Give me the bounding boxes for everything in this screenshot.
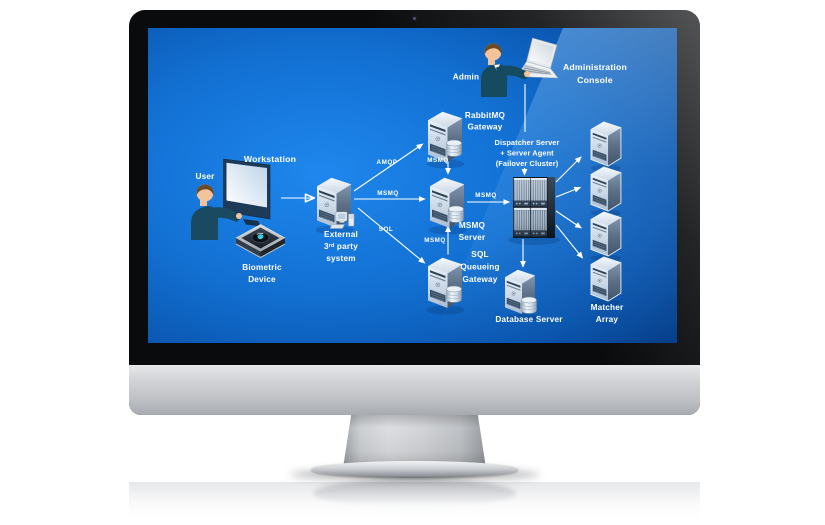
edge-label-msmq-in: MSMQ [377,190,399,197]
rabbitmq-gateway-icon [427,111,463,163]
dispatcher-label-line2: + Server Agent [500,149,554,158]
external-system-label-line1: External [324,230,358,239]
external-system-icon [316,177,355,229]
msmq-server-label-line2: Server [459,233,486,242]
matcher-array-label-line1: Matcher [591,303,624,312]
edge-dispatcher-to-matcher-2 [555,186,582,198]
node-labels: User Workstation Biometric Device Extern… [195,62,627,324]
monitor-reflection [129,482,700,525]
sql-queueing-gateway-label-line2: Queueing [460,263,499,272]
edge-label-msmq-rabbit: MSMQ [427,157,449,164]
admin-label: Admin [453,73,479,82]
edge-external-to-sql-gateway [357,207,426,264]
workstation-label: Workstation [244,154,296,164]
rabbitmq-gateway-label-line1: RabbitMQ [465,111,506,120]
workstation-icon [223,158,271,227]
edge-dispatcher-to-matcher-1 [555,156,582,183]
administration-console-label-line1: Administration [563,62,627,72]
webcam-icon [410,14,419,22]
admin-person-icon [481,43,530,97]
edge-dispatcher-to-matcher-4 [555,224,584,259]
dispatcher-label-line3: (Failover Cluster) [496,159,559,168]
external-system-label-line2: 3ʳᵈ party [324,242,358,251]
edge-external-to-rabbitmq [353,143,424,192]
edge-label-sql: SQL [379,226,393,233]
edge-dispatcher-to-matcher-3 [555,210,582,229]
external-system-label-line3: system [326,254,355,263]
administration-console-label-line2: Console [577,75,613,85]
edge-labels: AMQP MSMQ SQL MSMQ MSMQ MSMQ [377,157,497,244]
biometric-device-icon [235,224,286,259]
dispatcher-label-line1: Dispatcher Server [495,138,560,147]
sql-queueing-gateway-icon [427,257,463,309]
monitor-stand-base [311,461,518,478]
monitor-chin [129,365,700,415]
sql-queueing-gateway-label-line1: SQL [471,250,488,259]
architecture-diagram: User Workstation Biometric Device Extern… [148,28,677,343]
mini-pc-icon [329,211,355,229]
edge-label-msmq-sql: MSMQ [424,237,446,244]
node-shadows [315,159,621,322]
user-person-icon [191,184,242,240]
monitor: User Workstation Biometric Device Extern… [129,10,700,415]
biometric-device-label-line1: Biometric [242,263,282,272]
dispatcher-cluster-icon [513,177,555,238]
matcher-array-label-line2: Array [596,315,619,324]
sql-queueing-gateway-label-line3: Gateway [462,275,497,284]
edge-label-amqp: AMQP [377,159,398,166]
monitor-stand-neck [343,412,486,468]
user-label: User [195,172,215,181]
database-server-label: Database Server [495,315,563,324]
database-server-icon [504,269,537,315]
rabbitmq-gateway-label-line2: Gateway [467,123,502,132]
biometric-device-label-line2: Device [248,275,276,284]
edge-label-msmq-dispatcher: MSMQ [475,192,497,199]
screen: User Workstation Biometric Device Extern… [148,28,677,343]
msmq-server-label-line1: MSMQ [459,221,486,230]
edges [281,84,584,268]
stand-base-reflection [313,479,516,507]
